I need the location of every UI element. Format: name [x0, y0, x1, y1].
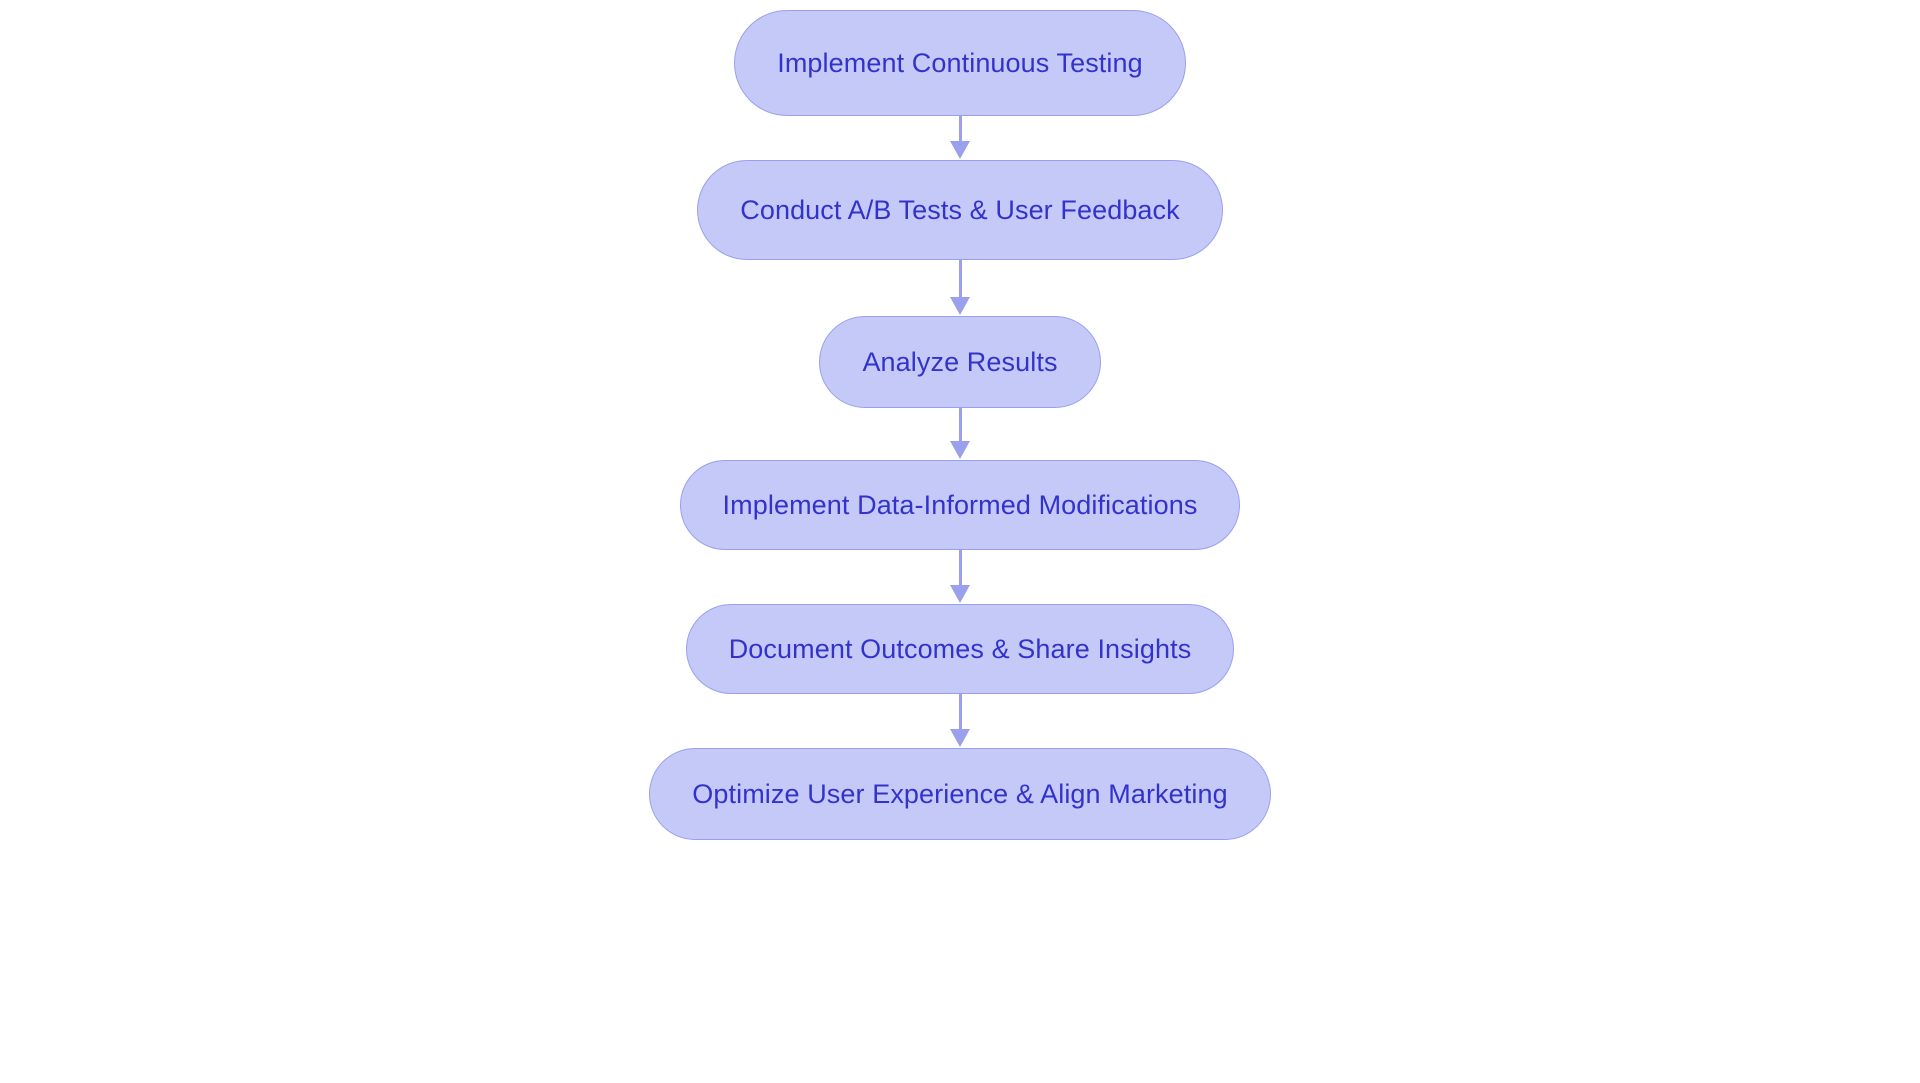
flow-node-label: Optimize User Experience & Align Marketi…: [692, 778, 1228, 809]
flow-node-label: Conduct A/B Tests & User Feedback: [740, 194, 1180, 225]
flow-node-label: Implement Data-Informed Modifications: [722, 489, 1198, 520]
edge-line: [958, 550, 962, 586]
flow-node-label: Implement Continuous Testing: [777, 47, 1143, 78]
flow-edge-n5-n6: [950, 694, 970, 748]
down-arrow-icon: [950, 297, 970, 315]
flow-edge-n3-n4: [950, 408, 970, 460]
flow-node-analyze-results[interactable]: Analyze Results: [819, 316, 1101, 408]
flow-edge-n2-n3: [950, 260, 970, 316]
edge-line: [958, 260, 962, 298]
down-arrow-icon: [950, 441, 970, 459]
flow-node-label: Document Outcomes & Share Insights: [728, 633, 1192, 664]
flow-node-label: Analyze Results: [862, 346, 1058, 377]
flow-node-conduct-ab-tests-user-feedback[interactable]: Conduct A/B Tests & User Feedback: [697, 160, 1223, 260]
flow-node-implement-continuous-testing[interactable]: Implement Continuous Testing: [734, 10, 1186, 116]
edge-line: [958, 408, 962, 442]
flow-node-document-outcomes-share-insights[interactable]: Document Outcomes & Share Insights: [685, 604, 1235, 694]
flow-node-implement-data-informed-modifications[interactable]: Implement Data-Informed Modifications: [679, 460, 1241, 550]
edge-line: [958, 116, 962, 142]
flow-edge-n4-n5: [950, 550, 970, 604]
down-arrow-icon: [950, 729, 970, 747]
flow-edge-n1-n2: [950, 116, 970, 160]
edge-line: [958, 694, 962, 730]
down-arrow-icon: [950, 585, 970, 603]
flow-node-optimize-user-experience-align-marketing[interactable]: Optimize User Experience & Align Marketi…: [649, 748, 1271, 840]
down-arrow-icon: [950, 141, 970, 159]
